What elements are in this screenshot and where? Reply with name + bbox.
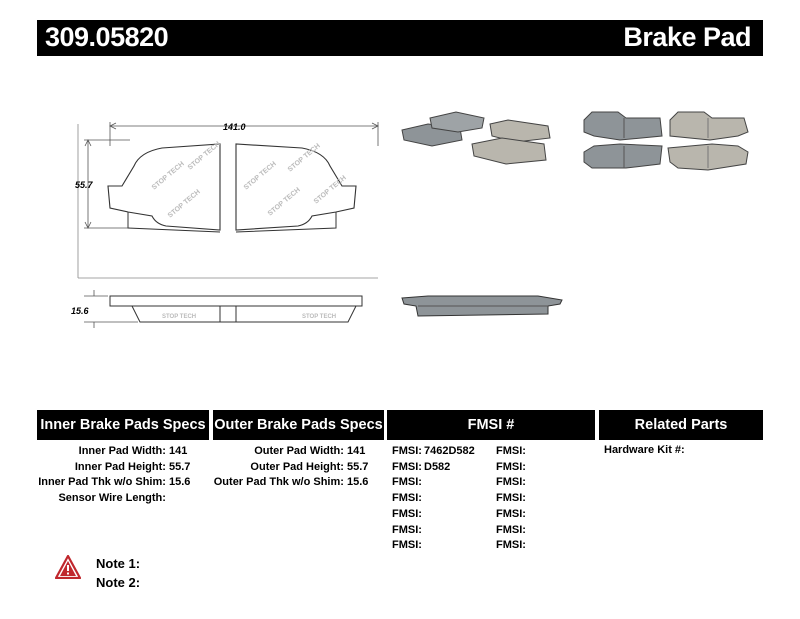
fmsi-row: FMSI:D582	[392, 460, 451, 473]
pad-outline-left	[107, 143, 221, 231]
technical-drawing: 141.0 55.7 STOP TECH STOP TECH STOP TECH…	[71, 122, 379, 328]
notes: Note 1: Note 2:	[96, 554, 140, 592]
pad-outline-right	[235, 143, 357, 231]
width-dimension-label: 141.0	[223, 122, 246, 132]
pad-side-photo	[401, 295, 563, 317]
outer-spec-row: Outer Pad Width: 141	[254, 445, 366, 457]
svg-text:STOP TECH: STOP TECH	[162, 314, 196, 320]
inner-spec-row: Sensor Wire Length:	[58, 491, 166, 504]
warning-triangle-icon	[55, 555, 81, 579]
inner-specs-list: Inner Pad Width: 141 Inner Pad Height: 5…	[37, 444, 197, 506]
inner-spec-row: Inner Pad Width: 141	[78, 445, 188, 457]
fmsi-list-left: FMSI:7462D582 FMSI:D582 FMSI: FMSI: FMSI…	[392, 444, 475, 554]
fmsi-row: FMSI:	[392, 476, 422, 489]
page-title: Brake Pad	[623, 22, 751, 52]
fmsi-row: FMSI:	[392, 492, 422, 505]
fmsi-row: FMSI:	[392, 523, 422, 536]
fmsi-row: FMSI:	[496, 539, 526, 552]
fmsi-header: FMSI #	[387, 410, 595, 440]
fmsi-row: FMSI:	[496, 492, 526, 505]
note-2: Note 2:	[96, 575, 141, 590]
fmsi-row: FMSI:	[496, 507, 526, 520]
hardware-kit-row: Hardware Kit #:	[604, 444, 685, 456]
part-number: 309.05820	[45, 22, 169, 52]
fmsi-row: FMSI:	[496, 445, 526, 457]
hardware-kit-label: Hardware Kit #:	[604, 444, 685, 456]
inner-specs-header: Inner Brake Pads Specs	[37, 410, 209, 440]
title-bar: 309.05820 Brake Pad	[37, 20, 763, 56]
inner-spec-row: Inner Pad Height: 55.7	[74, 460, 191, 473]
height-dimension-label: 55.7	[75, 180, 94, 190]
outer-specs-header: Outer Brake Pads Specs	[213, 410, 384, 440]
pad-set-photo-angled	[401, 111, 551, 165]
pad-set-photo-flat	[583, 111, 749, 171]
fmsi-row: FMSI:	[392, 539, 422, 552]
outer-spec-row: Outer Pad Height: 55.7	[250, 460, 369, 473]
fmsi-row: FMSI:	[496, 476, 526, 489]
fmsi-list-right: FMSI: FMSI: FMSI: FMSI: FMSI: FMSI: FMSI…	[496, 444, 528, 554]
inner-spec-row: Inner Pad Thk w/o Shim: 15.6	[38, 476, 191, 488]
fmsi-row: FMSI:	[496, 523, 526, 536]
thickness-dimension-label: 15.6	[71, 306, 90, 316]
fmsi-row: FMSI:	[496, 460, 526, 473]
svg-text:STOP TECH: STOP TECH	[302, 314, 336, 320]
note-1: Note 1:	[96, 556, 141, 571]
fmsi-row: FMSI:	[392, 507, 422, 520]
outer-spec-row: Outer Pad Thk w/o Shim: 15.6	[213, 476, 369, 488]
related-parts-header: Related Parts	[599, 410, 763, 440]
fmsi-row: FMSI:7462D582	[392, 445, 475, 457]
outer-specs-list: Outer Pad Width: 141 Outer Pad Height: 5…	[213, 444, 375, 491]
